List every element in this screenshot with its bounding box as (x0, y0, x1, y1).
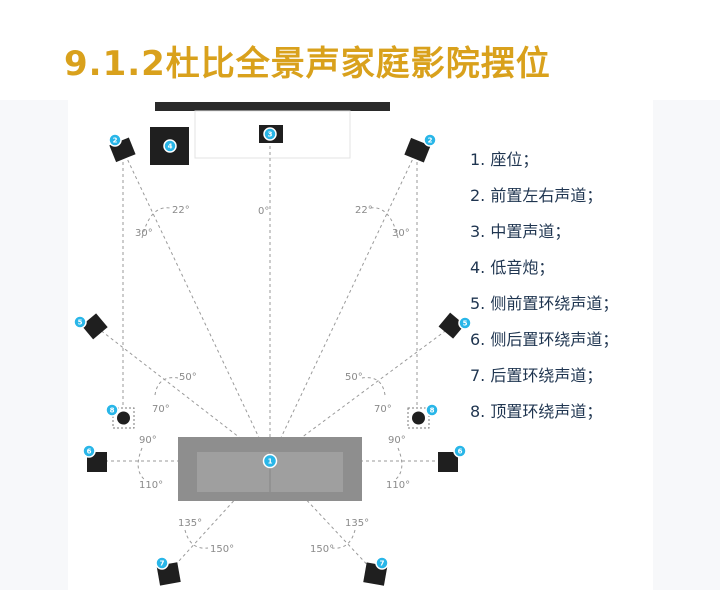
angle-rear-right: 135° (345, 518, 369, 529)
line-front-right (269, 149, 418, 462)
legend-item: 8. 顶置环绕声道； (470, 402, 603, 421)
svg-text:3: 3 (268, 131, 273, 139)
badge-top-right: 8 (425, 403, 439, 417)
svg-text:2: 2 (428, 137, 433, 145)
legend-item: 4. 低音炮； (470, 258, 555, 277)
legend-item: 2. 前置左右声道； (470, 186, 603, 205)
angle-side-right: 90° (388, 435, 406, 446)
badge-rear-left: 7 (155, 556, 169, 570)
angle-side-left: 90° (139, 435, 157, 446)
top-left-speaker (112, 407, 135, 429)
svg-text:8: 8 (430, 407, 435, 415)
badge-subwoofer: 4 (163, 139, 177, 153)
side-front-left-speaker (81, 313, 108, 340)
angle-center: 0° (258, 206, 269, 217)
badge-seat: 1 (262, 453, 278, 469)
badge-rear-right: 7 (375, 556, 389, 570)
screen-bar (155, 102, 390, 111)
badge-side-rear-left: 6 (82, 444, 96, 458)
legend-list: 1. 座位； 2. 前置左右声道； 3. 中置声道； 4. 低音炮； 5. 侧前… (470, 148, 618, 436)
angle-side-front-right: 50° (345, 372, 363, 383)
svg-text:8: 8 (110, 407, 115, 415)
badge-top-left: 8 (105, 403, 119, 417)
side-right-speaker (438, 452, 458, 472)
listening-lines (94, 143, 453, 574)
angle-side-front-right-outer: 70° (374, 404, 392, 415)
arc-side-front-left (154, 377, 179, 396)
badge-center: 3 (263, 127, 277, 141)
angle-front-left-outer: 30° (135, 228, 153, 239)
svg-text:5: 5 (463, 320, 468, 328)
badge-front-right: 2 (423, 133, 437, 147)
svg-text:7: 7 (380, 560, 385, 568)
sofa (178, 437, 362, 501)
angle-side-left-outer: 110° (139, 480, 163, 491)
badge-side-front-right: 5 (458, 316, 472, 330)
legend-item: 7. 后置环绕声道； (470, 366, 603, 385)
svg-text:6: 6 (87, 448, 92, 456)
top-right-speaker (407, 407, 430, 429)
arc-front-left (141, 207, 171, 239)
arc-side-front-right (361, 377, 386, 396)
badge-side-front-left: 5 (73, 315, 87, 329)
angle-rear-right-outer: 150° (310, 544, 334, 555)
legend-item: 5. 侧前置环绕声道； (470, 294, 619, 313)
angle-side-right-outer: 110° (386, 480, 410, 491)
badge-side-rear-right: 6 (453, 444, 467, 458)
svg-text:7: 7 (160, 560, 165, 568)
angle-front-right-outer: 30° (392, 228, 410, 239)
page-title: 9.1.2杜比全景声家庭影院摆位 (64, 44, 551, 84)
svg-text:2: 2 (113, 137, 118, 145)
arc-front-right (369, 207, 399, 239)
legend-item: 3. 中置声道； (470, 222, 571, 241)
svg-text:5: 5 (78, 319, 83, 327)
legend-item: 6. 侧后置环绕声道； (470, 330, 619, 349)
angle-front-left: 22° (172, 205, 190, 216)
angle-rear-left-outer: 150° (210, 544, 234, 555)
arc-side-left (137, 447, 146, 481)
svg-text:6: 6 (458, 448, 463, 456)
front-right-speaker (404, 137, 431, 163)
room-floor (68, 100, 653, 590)
angle-side-front-left: 50° (179, 372, 197, 383)
badge-front-left: 2 (108, 133, 122, 147)
svg-text:1: 1 (268, 458, 273, 466)
arc-rear-right (331, 529, 356, 549)
legend-item: 1. 座位； (470, 150, 539, 169)
angle-front-right: 22° (355, 205, 373, 216)
arc-side-right (394, 447, 403, 481)
angle-side-front-left-outer: 70° (152, 404, 170, 415)
side-front-right-speaker (438, 312, 465, 339)
badges: 1 2 2 3 4 5 5 6 6 7 7 8 8 (73, 127, 472, 570)
angle-rear-left: 135° (178, 518, 202, 529)
line-front-left (122, 149, 271, 462)
svg-text:4: 4 (168, 143, 173, 151)
